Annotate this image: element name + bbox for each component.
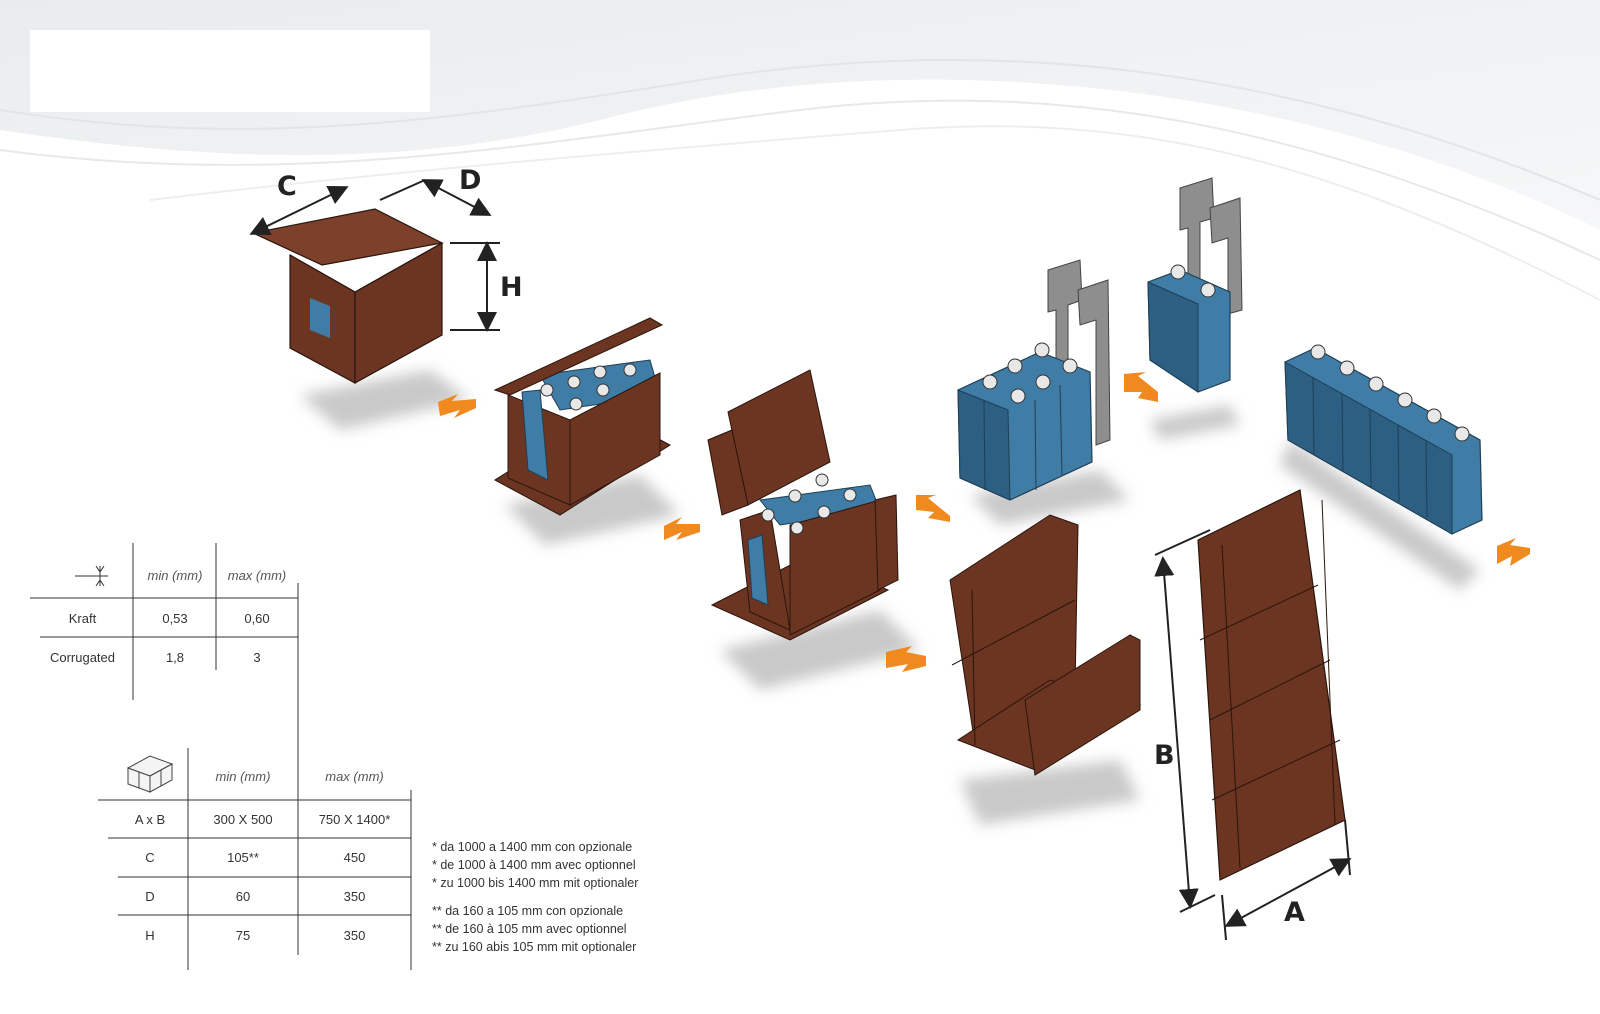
dimension-lines-cdh: [249, 179, 500, 332]
label-c: C: [277, 171, 297, 202]
size-row-min: 105**: [227, 850, 259, 865]
thickness-row-label: Kraft: [68, 611, 97, 626]
label-d: D: [459, 165, 482, 196]
size-row-max: 750 X 1400*: [318, 812, 391, 827]
box-closing: [493, 317, 671, 516]
size-row-label: D: [145, 889, 155, 904]
background-swoosh: [0, 0, 1600, 301]
size-row-max: 350: [343, 889, 366, 904]
size-header-min: min (mm): [215, 769, 271, 784]
footnote-single: * zu 1000 bis 1400 mm mit optionaler: [432, 876, 639, 890]
flow-arrow-5: [1497, 538, 1530, 566]
thickness-row-max: 3: [253, 650, 261, 665]
size-row-min: 300 X 500: [213, 812, 273, 827]
footnote-single: * de 1000 à 1400 mm avec optionnel: [432, 858, 636, 872]
footnote-single: * da 1000 a 1400 mm con opzionale: [432, 840, 633, 854]
size-row-min: 75: [235, 928, 251, 943]
size-header-max: max (mm): [325, 769, 384, 784]
thickness-row-min: 1,8: [165, 650, 185, 665]
thickness-header-max: max (mm): [227, 568, 287, 583]
size-row-label: C: [145, 850, 155, 865]
size-row-min: 60: [235, 889, 251, 904]
flow-arrow-3: [916, 495, 950, 522]
dimension-lines-ab: [1154, 529, 1352, 941]
size-row-label: H: [145, 928, 155, 943]
thickness-table-grid: [30, 543, 299, 790]
thickness-row-label: Corrugated: [49, 650, 116, 665]
label-h: H: [500, 272, 523, 303]
gripper-two-bottles: [1147, 177, 1243, 393]
footnote-double: ** da 160 a 105 mm con opzionale: [432, 904, 624, 918]
thickness-row-max: 0,60: [244, 611, 270, 626]
flow-arrow-4: [1124, 372, 1158, 402]
flow-arrow-2: [664, 517, 700, 540]
thickness-row-min: 0,53: [162, 611, 188, 626]
size-table-grid: [98, 748, 412, 970]
flow-arrow-1: [438, 394, 476, 418]
label-a: A: [1284, 897, 1305, 928]
shadows: [300, 370, 1480, 825]
label-b: B: [1154, 740, 1175, 771]
flow-arrow-6: [886, 646, 926, 672]
size-row-label: A x B: [134, 812, 166, 827]
footnote-double: ** de 160 à 105 mm avec optionnel: [432, 922, 627, 936]
folding-blank: [949, 514, 1142, 776]
box-open-filled: [707, 369, 899, 641]
bottle-row: [1284, 344, 1483, 535]
flat-blank: [1197, 489, 1346, 881]
flow-arrows: [438, 372, 1530, 672]
footnote-double: ** zu 160 abis 105 mm mit optionaler: [432, 940, 637, 954]
closed-box: [251, 208, 444, 385]
box-blank-icon: [126, 755, 174, 793]
gripper-six-bottles: [957, 259, 1111, 501]
size-row-max: 450: [343, 850, 366, 865]
thickness-compress-icon: [75, 565, 108, 587]
size-row-max: 350: [343, 928, 366, 943]
thickness-header-min: min (mm): [147, 568, 203, 583]
